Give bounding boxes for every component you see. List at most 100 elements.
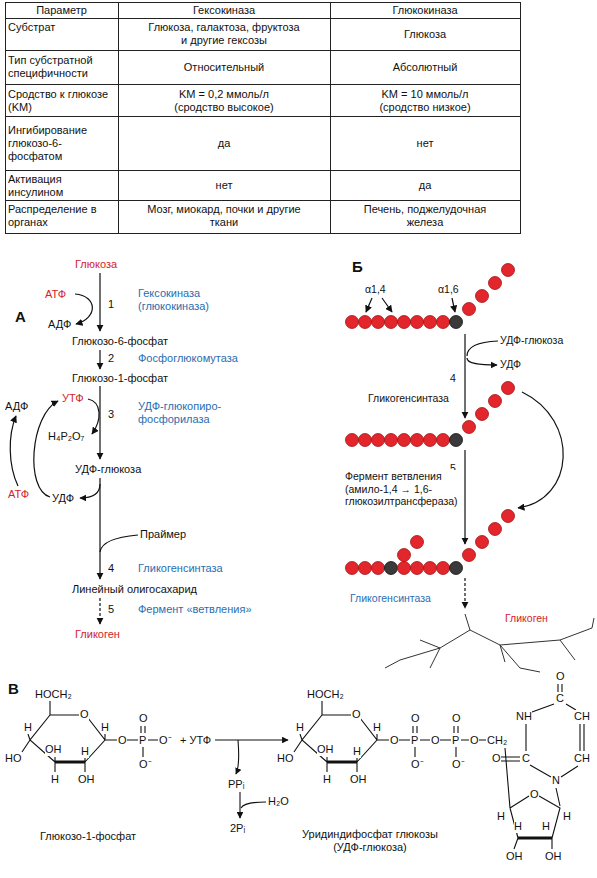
pathway-arrow: [99, 386, 100, 459]
formula-label: O: [492, 752, 501, 765]
table-cell: Сродство к глюкозе (KM): [8, 88, 116, 114]
table-cell: Параметр: [5, 4, 118, 17]
chemical-bond: [22, 701, 158, 772]
pathway-arrow: [100, 535, 138, 552]
formula-label: P: [411, 734, 418, 747]
pathway-label: Гликогенсинтаза: [138, 562, 223, 575]
glucose-residue: [502, 382, 515, 395]
chemical-bond: [327, 761, 357, 764]
table-grid: [6, 3, 521, 234]
glycogen-tree: [385, 614, 594, 672]
chain-arrow: [366, 298, 372, 312]
glucose-residue: [372, 434, 385, 447]
glucose-residue: [385, 562, 398, 575]
chemical-bond: [215, 739, 288, 740]
formula-label: H: [296, 721, 304, 734]
glucose-residue: [437, 434, 450, 447]
table-cell: Относительный: [118, 61, 330, 74]
chain-arrow: [467, 341, 498, 356]
formula-label: O⁻: [139, 758, 152, 771]
glucose-residue: [489, 395, 502, 408]
pathway-label: α1,6: [438, 283, 459, 296]
pathway-label: АДФ: [48, 318, 71, 331]
table-cell: нет: [118, 179, 330, 192]
glucose-residue: [502, 264, 515, 277]
pathway-label: Гликогенсинтаза: [368, 392, 449, 405]
pathway-label: 4: [450, 372, 456, 385]
pathway-label: H₄P₂O₇: [48, 430, 84, 443]
pathway-label: α1,4: [365, 283, 386, 296]
glucose-residue: [450, 434, 463, 447]
glucose-residue: [502, 510, 515, 523]
chain-arrow: [382, 298, 392, 312]
formula-label: OH: [317, 743, 334, 756]
table-cell: да: [118, 137, 330, 150]
formula-label: O: [431, 734, 440, 747]
chain-arrow: [467, 358, 497, 365]
formula-label: O: [352, 708, 361, 721]
chain-arrow: [464, 334, 465, 418]
formula-label: O: [80, 708, 89, 721]
formula-label: O: [530, 788, 539, 801]
table-cell: KM = 0,2 ммоль/л (сродство высокое): [160, 88, 288, 114]
formula-label: H: [542, 820, 550, 833]
formula-label: OH: [506, 850, 523, 863]
table-cell: KM = 10 ммоль/л (сродство низкое): [360, 88, 490, 114]
glycogen-tree: [385, 614, 594, 672]
formula-label: OH: [545, 850, 562, 863]
pathway-arrow: [99, 350, 100, 369]
compound-name: Глюкозо-1-фосфат: [40, 830, 136, 843]
formula-label: O: [411, 712, 420, 725]
glucose-residue: [476, 408, 489, 421]
pathway-label: Фермент ветвления (амило-1,4 → 1,6-глюко…: [345, 470, 457, 508]
pathway-label: АДФ: [5, 400, 28, 413]
chemical-bond: [55, 761, 85, 764]
formula-label: H: [101, 721, 109, 734]
pathway-label: Глюкозо-1-фосфат: [72, 372, 168, 385]
glucose-residue: [346, 434, 359, 447]
formula-label: CH: [574, 710, 590, 723]
formula-label: H: [353, 745, 361, 758]
table-grid: [118, 3, 119, 234]
table-cell: Ингибирование глюкозо-6-фосфатом: [8, 124, 116, 163]
glucose-residue: [372, 562, 385, 575]
table-cell: Абсолютный: [330, 61, 520, 74]
pathway-arrow: [80, 484, 100, 498]
formula-label: O: [139, 712, 148, 725]
pathway-arrow: [10, 416, 18, 486]
table-grid: [6, 18, 521, 19]
chemical-bond: [22, 684, 584, 849]
formula-label: P: [139, 734, 146, 747]
formula-label: H: [563, 810, 571, 823]
pathway-arrow: [10, 273, 138, 624]
pathway-arrow: [34, 401, 58, 497]
table-cell: Мозг, миокард, почки и другие ткани: [134, 203, 314, 229]
panel-letter: В: [8, 680, 19, 697]
glucose-residue: [411, 316, 424, 329]
table-grid: [6, 3, 521, 234]
pathway-label: Глюкоза: [75, 258, 117, 271]
table-grid: [330, 3, 331, 234]
glucose-residue: [450, 316, 463, 329]
glucose-residue: [463, 549, 476, 562]
formula-label: H: [323, 773, 331, 786]
panel-letter: А: [15, 308, 26, 325]
glucose-residue: [437, 316, 450, 329]
formula-label: O: [390, 734, 399, 747]
formula-label: O: [556, 670, 565, 683]
formula-label: H: [81, 745, 89, 758]
formula-label: HO: [277, 752, 294, 765]
chain-arrow: [366, 298, 563, 608]
pathway-label: Линейный олигосахарид: [72, 583, 197, 596]
pathway-label: АТФ: [45, 288, 66, 301]
table-grid: [6, 200, 521, 201]
formula-label: HO: [5, 752, 22, 765]
table-cell: Печень, поджелудочная железа: [350, 203, 500, 229]
table-cell: нет: [330, 137, 520, 150]
pathway-arrow: [99, 478, 100, 579]
glucose-residue: [398, 434, 411, 447]
pathway-label: 5: [108, 603, 114, 616]
glucose-residue: [424, 316, 437, 329]
